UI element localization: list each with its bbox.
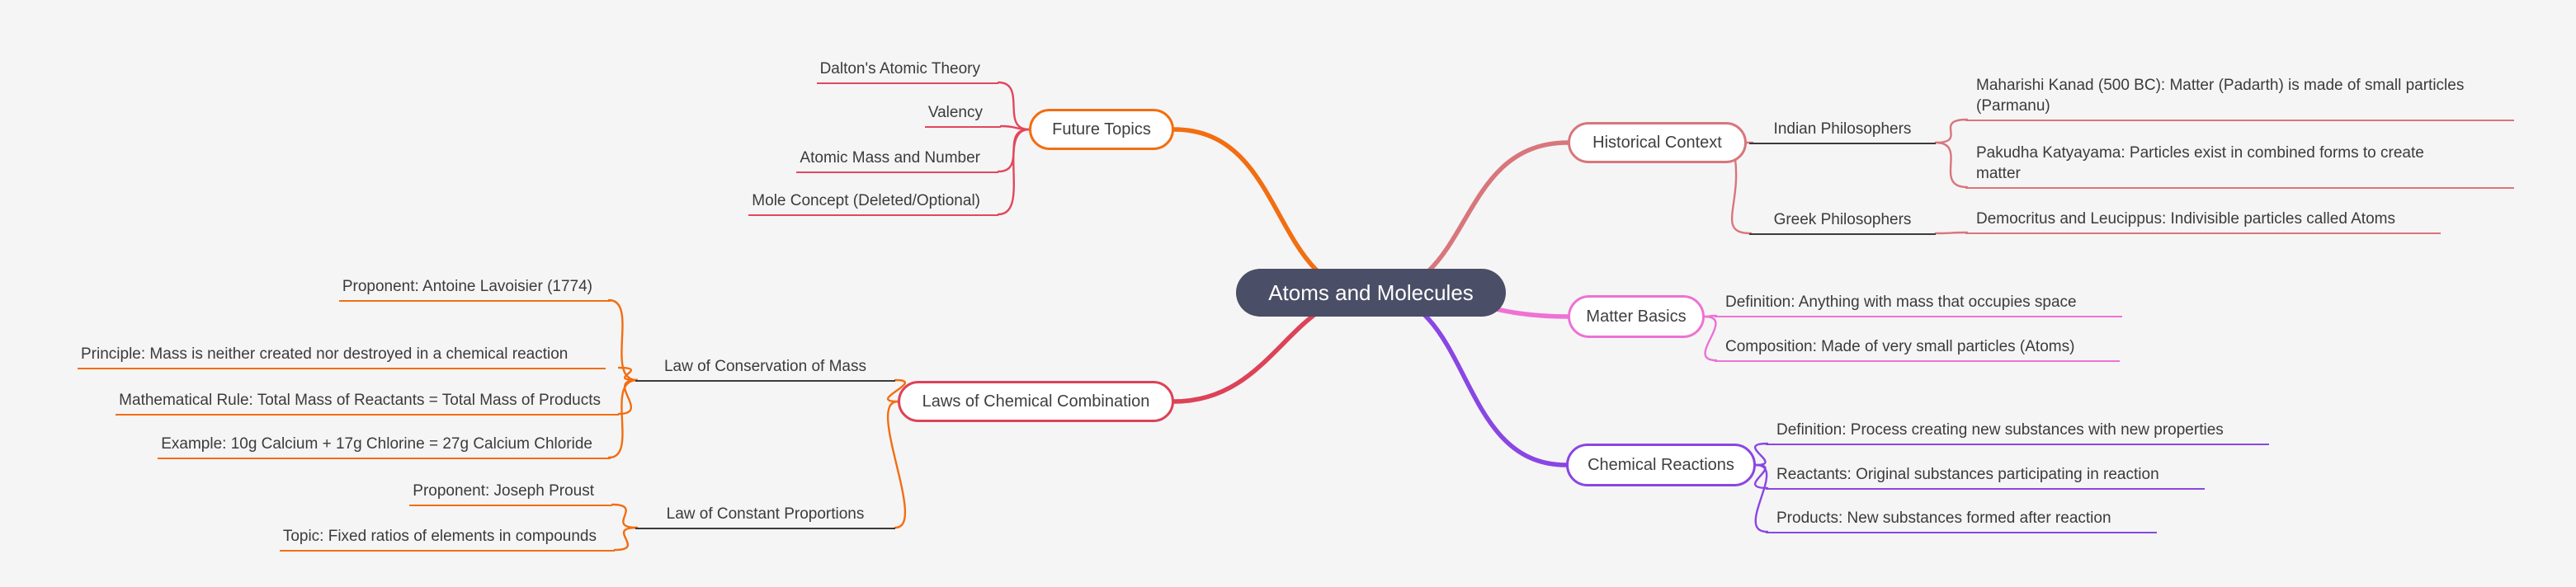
node-maharishi-kanad[interactable]: Maharishi Kanad (500 BC): Matter (Padart… bbox=[1965, 75, 2514, 121]
node-law-of-conservation-of-mass[interactable]: Law of Conservation of Mass bbox=[635, 356, 895, 382]
link-conservation-proponent bbox=[607, 298, 639, 382]
node-valency[interactable]: Valency bbox=[924, 102, 1001, 128]
link-greek-democritus bbox=[1934, 231, 1969, 235]
node-conservation-principle[interactable]: Principle: Mass is neither created nor d… bbox=[78, 344, 606, 369]
node-constant-topic[interactable]: Topic: Fixed ratios of elements in compo… bbox=[279, 526, 615, 552]
link-conservation-example bbox=[607, 378, 639, 459]
node-central-atoms-and-molecules[interactable]: Atoms and Molecules bbox=[1236, 269, 1506, 317]
node-historical-context[interactable]: Historical Context bbox=[1568, 122, 1747, 163]
link-future-mole bbox=[997, 128, 1031, 216]
node-matter-composition[interactable]: Composition: Made of very small particle… bbox=[1715, 336, 2121, 362]
node-future-topics[interactable]: Future Topics bbox=[1029, 109, 1174, 150]
link-laws-constant bbox=[887, 400, 906, 529]
link-chemical-definition bbox=[1754, 442, 1769, 467]
link-chemical-products bbox=[1754, 463, 1769, 533]
node-democritus-leucippus[interactable]: Democritus and Leucippus: Indivisible pa… bbox=[1965, 209, 2441, 234]
links-laws-children bbox=[607, 298, 907, 552]
link-future-dalton bbox=[997, 81, 1031, 131]
link-indian-kanad bbox=[1934, 118, 1969, 144]
node-mole-concept[interactable]: Mole Concept (Deleted/Optional) bbox=[748, 190, 998, 216]
node-conservation-math-rule[interactable]: Mathematical Rule: Total Mass of Reactan… bbox=[116, 390, 619, 416]
node-indian-philosophers[interactable]: Indian Philosophers bbox=[1749, 119, 1936, 144]
node-law-of-constant-proportions[interactable]: Law of Constant Proportions bbox=[635, 504, 895, 529]
node-matter-definition[interactable]: Definition: Anything with mass that occu… bbox=[1715, 292, 2122, 317]
links-future-children bbox=[997, 81, 1031, 216]
link-central-chemical bbox=[1370, 291, 1569, 467]
links-chemical-children bbox=[1754, 442, 1769, 533]
node-laws-of-chemical-combination[interactable]: Laws of Chemical Combination bbox=[898, 381, 1174, 422]
link-matter-composition bbox=[1703, 315, 1718, 362]
links-matter-children bbox=[1703, 314, 1718, 362]
node-conservation-example[interactable]: Example: 10g Calcium + 17g Chlorine = 27… bbox=[158, 434, 611, 459]
node-chemical-reactions[interactable]: Chemical Reactions bbox=[1566, 444, 1756, 486]
node-chemical-reactants[interactable]: Reactants: Original substances participa… bbox=[1766, 464, 2205, 490]
node-chemical-definition[interactable]: Definition: Process creating new substan… bbox=[1766, 420, 2269, 445]
link-indian-pakudha bbox=[1934, 141, 1969, 189]
link-laws-conservation bbox=[886, 378, 907, 403]
node-pakudha-katyayama[interactable]: Pakudha Katyayama: Particles exist in co… bbox=[1965, 143, 2514, 189]
node-atomic-mass-and-number[interactable]: Atomic Mass and Number bbox=[796, 148, 998, 173]
node-matter-basics[interactable]: Matter Basics bbox=[1568, 295, 1705, 338]
node-daltons-atomic-theory[interactable]: Dalton's Atomic Theory bbox=[816, 59, 998, 84]
node-greek-philosophers[interactable]: Greek Philosophers bbox=[1749, 209, 1936, 235]
node-constant-proponent[interactable]: Proponent: Joseph Proust bbox=[409, 481, 612, 506]
link-constant-proponent bbox=[611, 503, 639, 529]
node-conservation-proponent[interactable]: Proponent: Antoine Lavoisier (1774) bbox=[338, 276, 611, 302]
link-conservation-principle bbox=[617, 366, 639, 382]
node-chemical-products[interactable]: Products: New substances formed after re… bbox=[1766, 508, 2157, 533]
link-historical-greek bbox=[1730, 157, 1753, 235]
link-constant-topic bbox=[613, 526, 639, 552]
